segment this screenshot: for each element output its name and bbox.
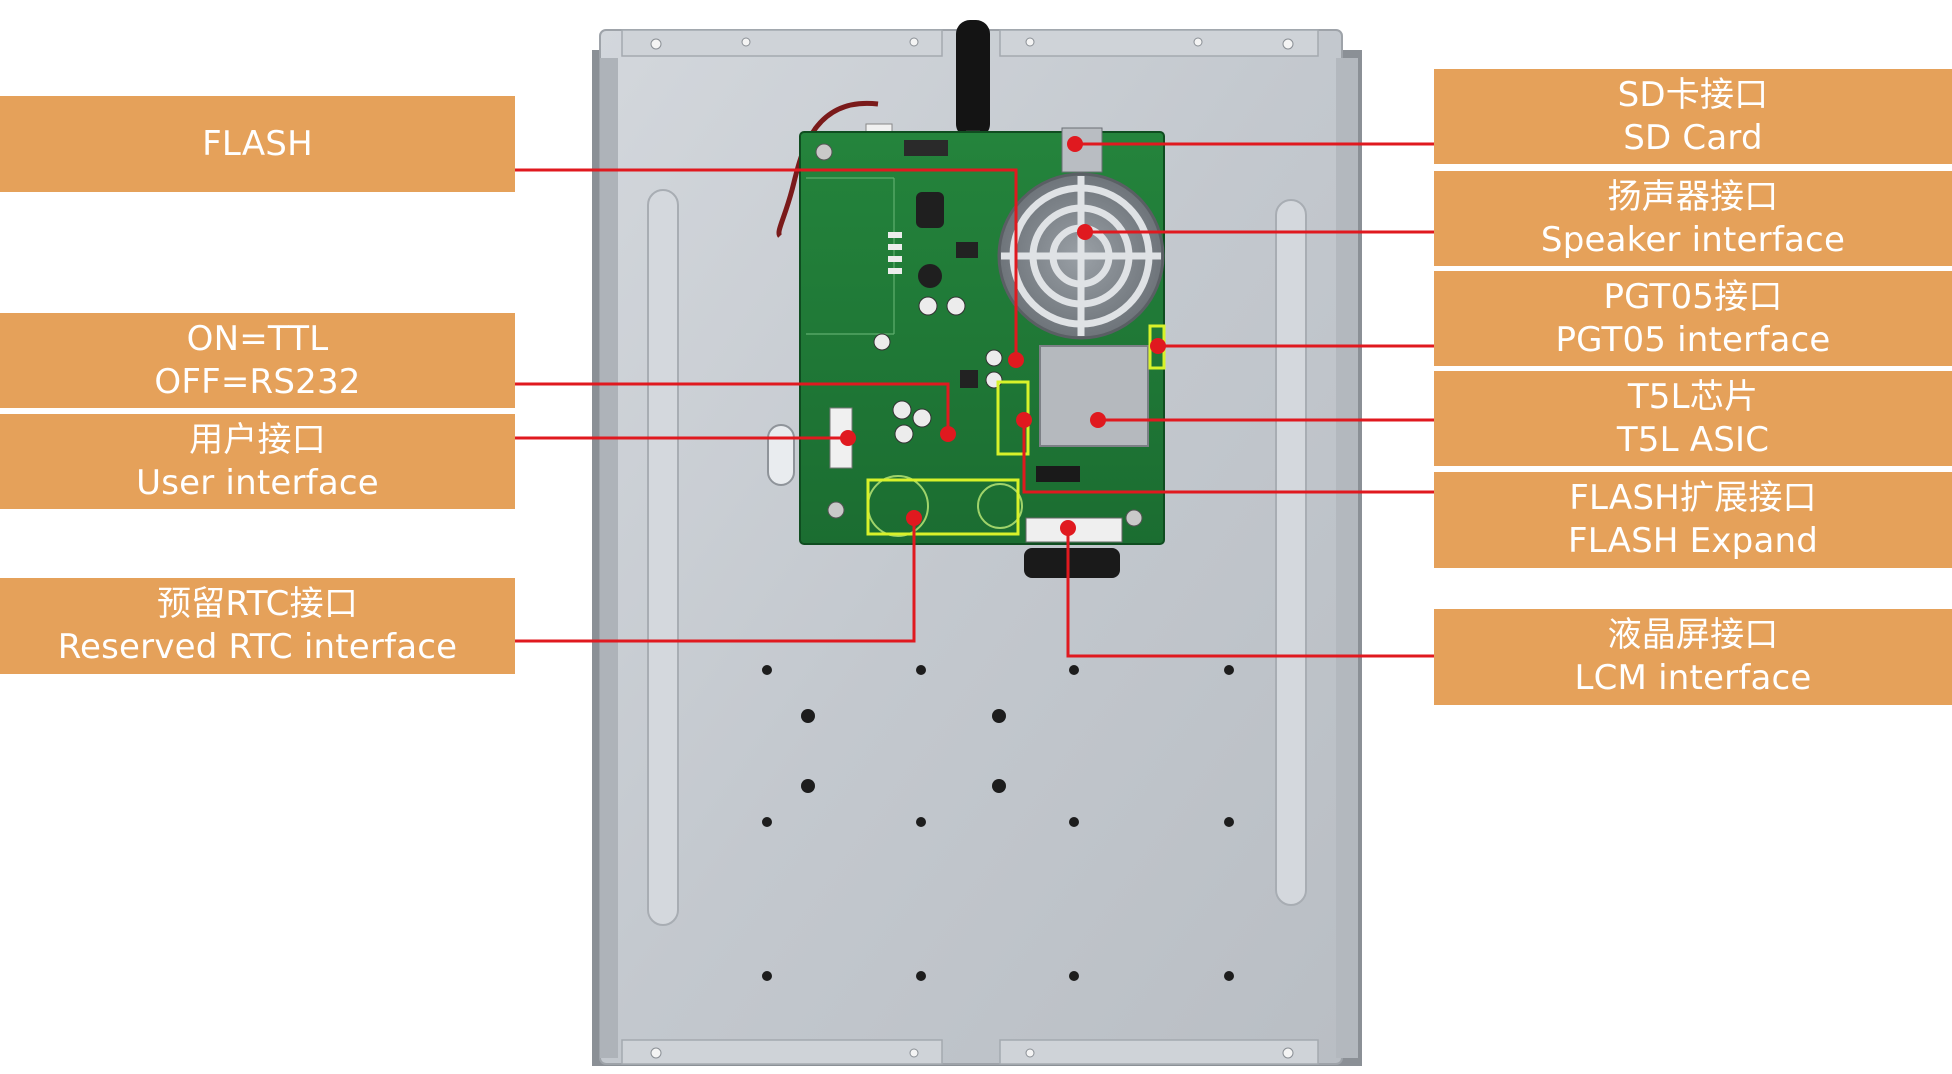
label-reserved-rtc: 预留RTC接口 Reserved RTC interface (0, 578, 515, 674)
leader-lines (515, 142, 1434, 658)
label-user-interface-cn: 用户接口 (189, 419, 326, 460)
antenna (956, 20, 990, 150)
leader-on-ttl (515, 382, 950, 434)
leader-flash (515, 168, 1018, 360)
label-pgt05-en: PGT05 interface (1555, 319, 1831, 360)
pcb-board (799, 127, 1166, 578)
label-t5l-en: T5L ASIC (1616, 419, 1770, 460)
label-flash-expand-cn: FLASH扩展接口 (1569, 478, 1817, 518)
label-sd-card: SD卡接口 SD Card (1434, 69, 1952, 164)
label-speaker-interface: 扬声器接口 Speaker interface (1434, 171, 1952, 266)
label-flash-expand-en: FLASH Expand (1567, 521, 1819, 561)
label-speaker-en: Speaker interface (1540, 219, 1846, 260)
label-pgt05-interface: PGT05接口 PGT05 interface (1434, 271, 1952, 366)
label-sd-card-en: SD Card (1623, 117, 1763, 158)
label-user-interface: 用户接口 User interface (0, 414, 515, 509)
leader-rtc (515, 518, 916, 643)
leader-dots (840, 136, 1166, 536)
label-user-interface-en: User interface (136, 462, 379, 503)
t5l-shield (1039, 345, 1149, 447)
label-lcm-cn: 液晶屏接口 (1607, 615, 1779, 655)
label-flash-expand: FLASH扩展接口 FLASH Expand (1434, 472, 1952, 568)
label-t5l-asic: T5L芯片 T5L ASIC (1434, 371, 1952, 466)
label-lcm-en: LCM interface (1574, 658, 1812, 698)
label-speaker-cn: 扬声器接口 (1607, 176, 1779, 217)
label-sd-card-cn: SD卡接口 (1617, 74, 1769, 115)
label-on-ttl-line1: ON=TTL (186, 318, 329, 359)
rtc-highlight (866, 478, 1020, 536)
label-on-ttl-line2: OFF=RS232 (154, 361, 361, 402)
label-on-ttl-switch: ON=TTL OFF=RS232 (0, 313, 515, 408)
label-t5l-cn: T5L芯片 (1627, 376, 1759, 417)
label-flash: FLASH (0, 96, 515, 192)
label-reserved-rtc-en: Reserved RTC interface (57, 627, 458, 667)
label-reserved-rtc-cn: 预留RTC接口 (156, 584, 359, 624)
wire-cable (776, 100, 879, 238)
label-pgt05-cn: PGT05接口 (1603, 276, 1783, 317)
leader-lcm (1066, 528, 1434, 658)
leader-flash-expand (1022, 420, 1434, 494)
label-flash-text: FLASH (202, 123, 313, 164)
label-lcm-interface: 液晶屏接口 LCM interface (1434, 609, 1952, 705)
